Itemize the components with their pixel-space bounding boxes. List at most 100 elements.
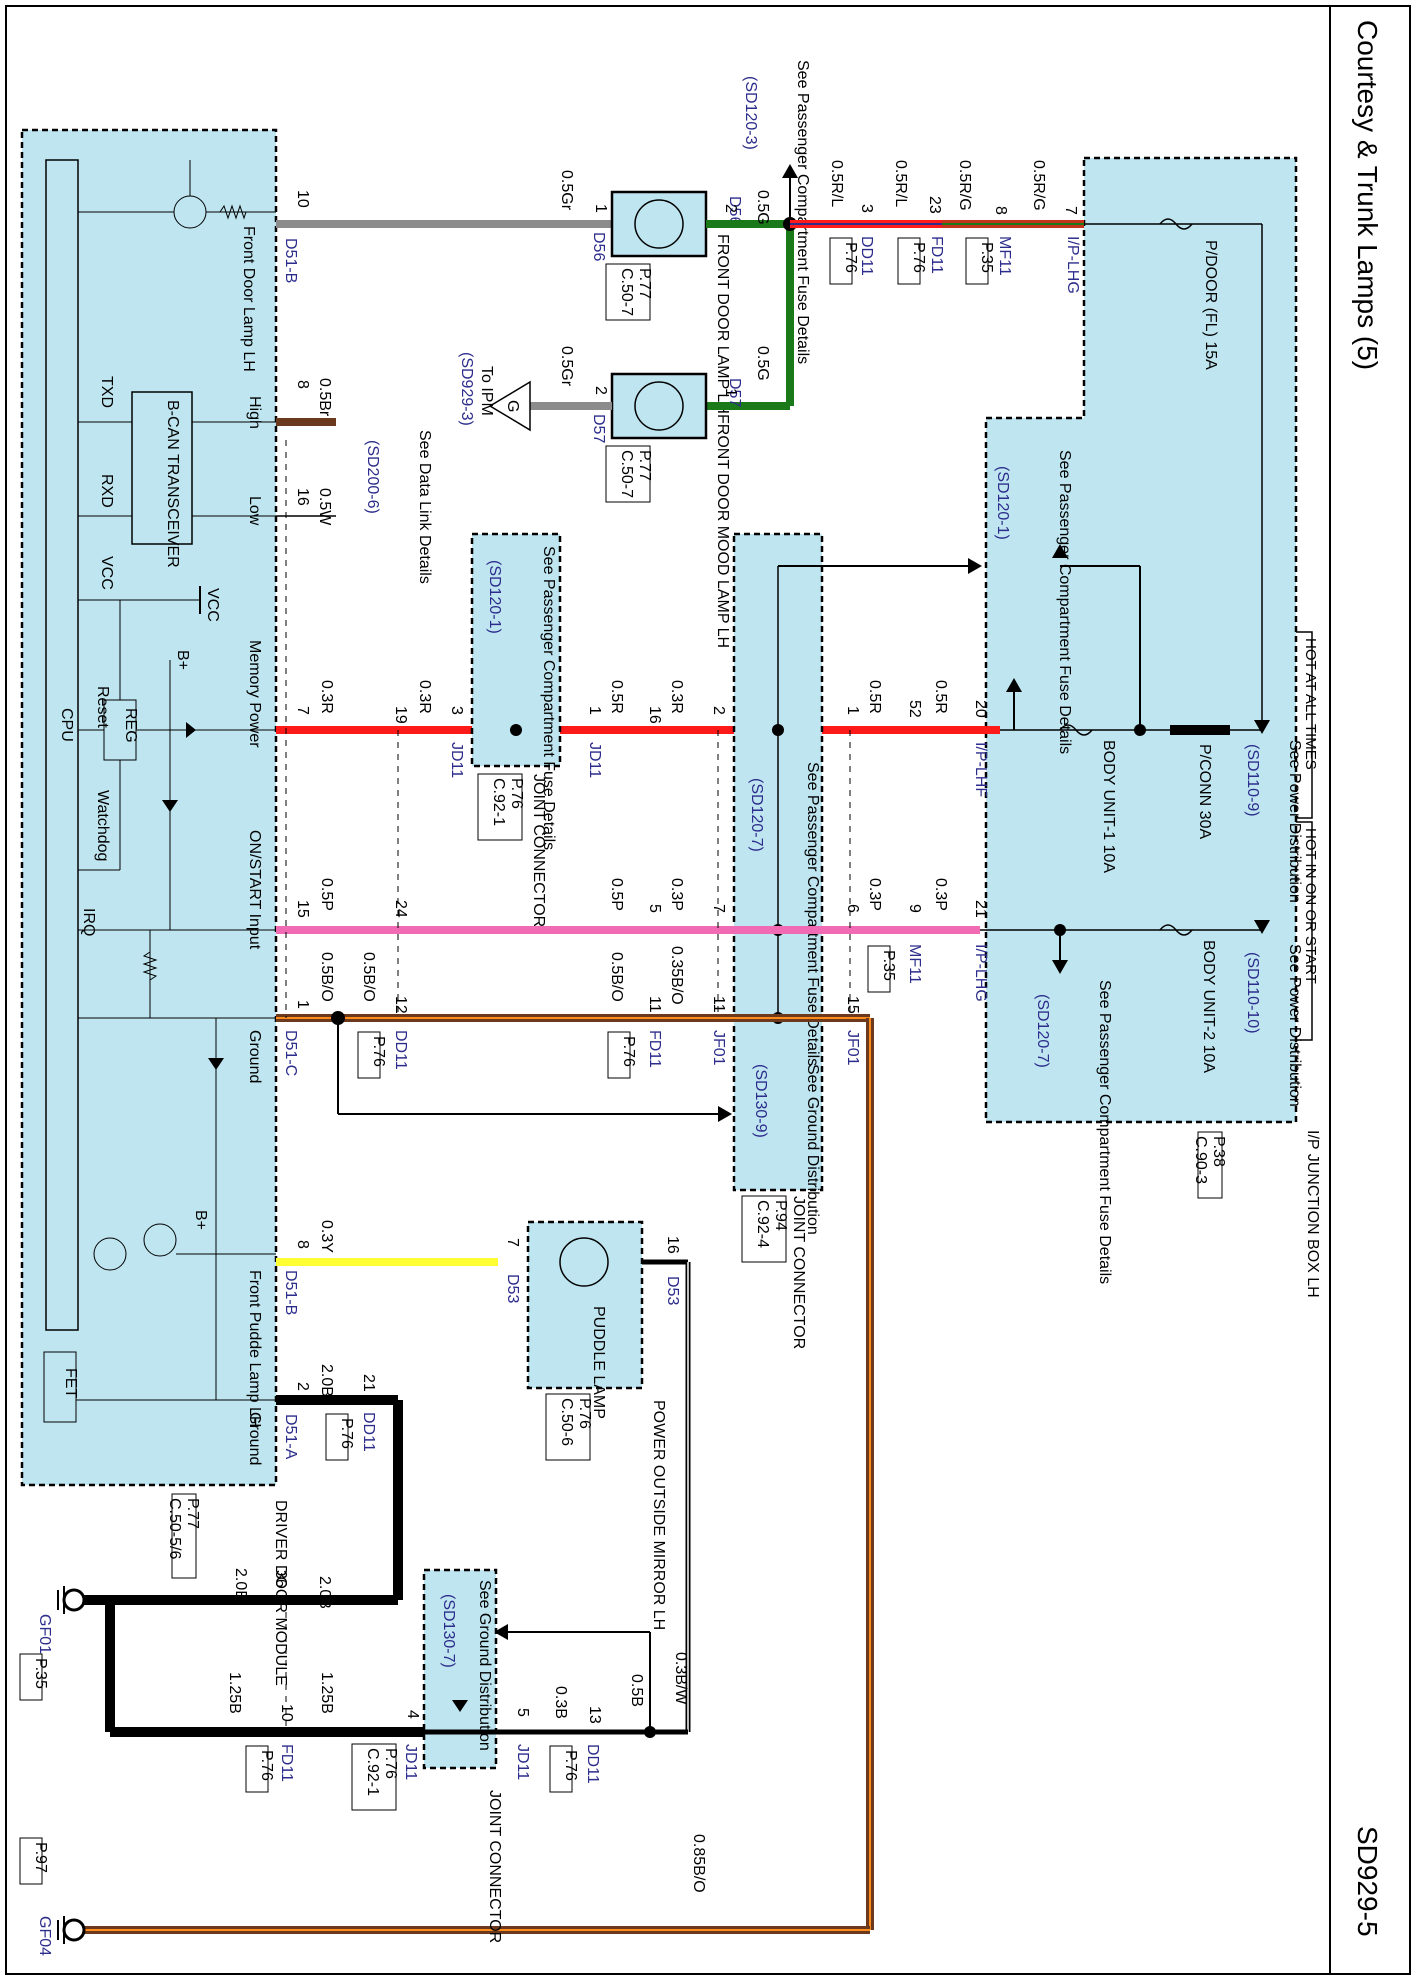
gf01-ref: P.35 [32, 1658, 49, 1689]
fuse-body2-label: BODY UNIT-2 10A [1200, 940, 1217, 1073]
fd11-mid-ref-box [607, 1031, 631, 1079]
hot-at-all-times-label: HOT AT ALL TIMES [1302, 638, 1319, 770]
dd11-ref: P.76 [842, 242, 859, 273]
wire-label-p3-2: 0.3P [866, 878, 883, 911]
power-ref-1: (SD110-9) [1244, 744, 1261, 817]
pin-16c: 16 [664, 1236, 681, 1254]
conn-d51a: D51-A [282, 1414, 299, 1460]
jd11g-ref: (SD130-7) [440, 1594, 457, 1668]
conn-fd11-top: FD11 [928, 236, 945, 274]
puddle-lamp [526, 1220, 644, 1390]
fet-label: FET [62, 1368, 79, 1398]
can-transceiver [131, 391, 193, 545]
mf11-ref-box [965, 237, 989, 285]
wire-label-br: 0.5Br [316, 378, 333, 417]
mf11b-ref: P.35 [880, 950, 897, 981]
pin-16b: 16 [646, 706, 663, 724]
jd11g-ref-box [351, 1743, 397, 1811]
body1-fuse-symbol [1059, 724, 1093, 736]
mf11-ref: P.35 [978, 242, 995, 273]
front-lamp-pass-ref: (SD120-3) [742, 76, 759, 150]
jb-pass-note-1: See Passenger Compartment Fuse Details [1056, 450, 1073, 754]
ipm-label: To IPM [478, 366, 495, 416]
fd11-ref: P.76 [910, 242, 927, 273]
jf01-ref-box [741, 1195, 787, 1263]
mood-lamp [610, 372, 708, 440]
pin-21: 21 [972, 900, 989, 918]
wire-label-05gr-2: 0.5Gr [558, 346, 575, 387]
ipm-triangle [488, 380, 531, 432]
pin-7d: 7 [504, 1238, 521, 1247]
front-door-lamp [610, 190, 708, 258]
conn-d53-left: D53 [504, 1274, 521, 1303]
transistor-puddle [93, 1237, 127, 1271]
jb-pass-arrow-2 [1052, 960, 1068, 974]
watchdog-label: Watchdog [94, 790, 111, 861]
data-link-note: See Data Link Details [416, 430, 433, 584]
conn-d51b-top: D51-B [282, 238, 299, 283]
reg-label: REG [122, 708, 139, 743]
conn-jd11-bottom-left: JD11 [402, 1744, 419, 1780]
dd11-mid-ref-box [357, 1031, 381, 1079]
wire-label-bo-3: 0.5B/O [608, 952, 625, 1002]
can-label: B-CAN TRANSCEIVER [164, 400, 181, 568]
wire-label-20b-2: 2.0B [316, 1576, 333, 1609]
conn-d57-left: D57 [590, 414, 607, 443]
wire-label-bo-1: 0.5B/O [318, 952, 335, 1002]
pin-8c: 8 [294, 1240, 311, 1249]
puddle-ref-box [545, 1393, 591, 1461]
fuse-pdoor-label: P/DOOR (FL) 15A [1202, 240, 1219, 370]
ground-gf01-label: GF01 [36, 1614, 53, 1654]
ground-gf01-icon [62, 1588, 86, 1612]
jb-splice-1 [1134, 724, 1146, 736]
conn-dd11-top: DD11 [858, 236, 875, 276]
jd11-pass-note: See Passenger Compartment Fuse Details [540, 546, 557, 850]
dd11-bottom-ref: P.76 [562, 1750, 579, 1781]
fuse-pconn-label: P/CONN 30A [1196, 744, 1213, 839]
ddm-ref-page: P.77 [184, 1498, 201, 1529]
conn-mf11-bottom: MF11 [906, 944, 923, 984]
pin-11b: 11 [710, 996, 727, 1013]
pin-8: 8 [992, 206, 1009, 215]
conn-jf01-left: JF01 [710, 1030, 727, 1066]
conn-fd11-ground: FD11 [278, 1744, 295, 1782]
wire-label-rg-1: 0.5R/G [956, 160, 973, 211]
rxd-label: RXD [98, 474, 115, 508]
puddle-ref-page: P.76 [576, 1398, 593, 1429]
fd11-mid-ref: P.76 [620, 1036, 637, 1067]
mood-lamp-ref-box [605, 445, 651, 503]
pin-8b: 8 [294, 380, 311, 389]
wire-label-r3-2: 0.3R [416, 680, 433, 714]
vcc-label: VCC [98, 556, 115, 590]
conn-mf11-top: MF11 [996, 236, 1013, 276]
ground-gf04-icon [62, 1918, 86, 1942]
conn-fd11-mid: FD11 [646, 1030, 663, 1068]
irq-label: IRQ [80, 908, 97, 936]
pin-2: 2 [722, 204, 739, 213]
transistor-puddle-2 [143, 1223, 177, 1257]
pin-1b: 1 [722, 388, 739, 397]
jf01-ref-page: P.94 [772, 1200, 789, 1231]
wire-label-r5-1: 0.5R [608, 680, 625, 714]
wire-label-b03: 0.3B [552, 1686, 569, 1719]
conn-dd11-ground: DD11 [360, 1412, 377, 1452]
dd11-ref-box [829, 237, 853, 285]
jf01-arrow [968, 558, 982, 574]
conn-d56-left: D56 [590, 232, 607, 261]
pin-1c: 1 [586, 706, 603, 715]
junction-box-ref-page: P.38 [1210, 1136, 1227, 1167]
mood-lamp-name: FRONT DOOR MOOD LAMP LH [714, 414, 731, 648]
conn-d56-right: D56 [726, 196, 743, 225]
page-code: SD929-5 [1352, 1826, 1383, 1937]
pin-7: 7 [1062, 206, 1079, 215]
jb-pass-ref-2: (SD120-7) [1034, 994, 1051, 1068]
puddle-ref-conn: C.50-6 [558, 1398, 575, 1446]
wire-label-rg-2: 0.5R/G [1030, 160, 1047, 211]
pin-1d: 1 [844, 706, 861, 715]
wire-label-20b-3: 2.0B [232, 1568, 249, 1601]
jb-pass-note-2: See Passenger Compartment Fuse Details [1096, 980, 1113, 1284]
data-link-ref: (SD200-6) [364, 440, 381, 514]
wire-label-b05: 0.5B [628, 1674, 645, 1707]
